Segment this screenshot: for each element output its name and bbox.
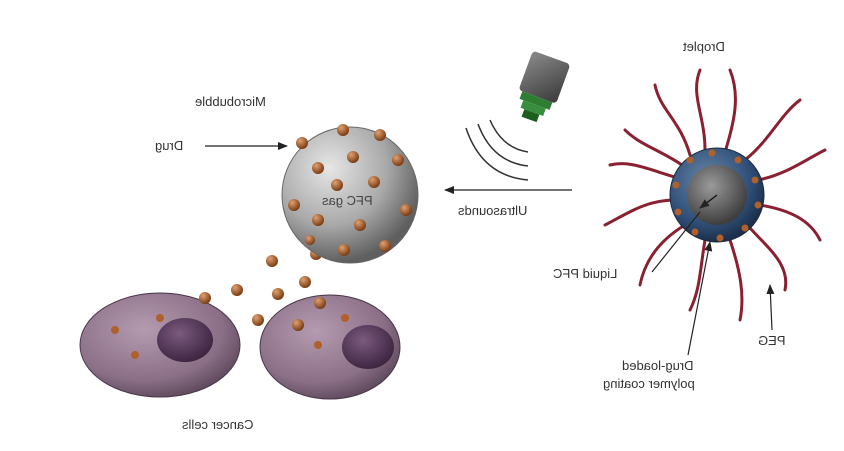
ultrasounds-label: Ultrasounds bbox=[458, 203, 528, 218]
drug-particle bbox=[131, 351, 139, 359]
cancer-cell-right-nucleus bbox=[342, 325, 394, 369]
droplet bbox=[669, 147, 765, 243]
ultrasound-transducer-icon bbox=[519, 51, 570, 123]
drug-loaded-label-line1: Drug-loaded bbox=[622, 358, 694, 373]
drug-loaded-label-line2: polymer coating bbox=[603, 376, 695, 391]
drug-particle bbox=[314, 341, 322, 349]
pfc-gas-label: PFC gas bbox=[322, 193, 373, 208]
droplet-label: Droplet bbox=[683, 39, 725, 54]
drug-loaded-leader bbox=[687, 241, 713, 356]
microbubble-drug-particles bbox=[288, 124, 412, 256]
sound-waves-icon bbox=[465, 119, 529, 181]
drug-particle bbox=[111, 326, 119, 334]
cancer-cells-label: Cancer cells bbox=[182, 417, 254, 432]
cancer-cell-right bbox=[259, 294, 401, 400]
liquid-pfc-leader bbox=[651, 211, 701, 273]
drug-label: Drug bbox=[155, 138, 184, 153]
peg-leader bbox=[766, 284, 775, 331]
cancer-cell-left bbox=[79, 292, 241, 398]
cancer-cell-left-nucleus bbox=[157, 318, 213, 362]
microbubble bbox=[281, 124, 419, 264]
microbubble-label: Microbubble bbox=[195, 94, 266, 109]
droplet-drug-particles bbox=[672, 149, 762, 242]
peg-label: PEG bbox=[758, 333, 786, 348]
drug-particle bbox=[156, 314, 164, 322]
liquid-pfc-label: Liquid PFC bbox=[553, 266, 618, 281]
drug-particle bbox=[341, 314, 349, 322]
peg-chains bbox=[603, 68, 827, 322]
